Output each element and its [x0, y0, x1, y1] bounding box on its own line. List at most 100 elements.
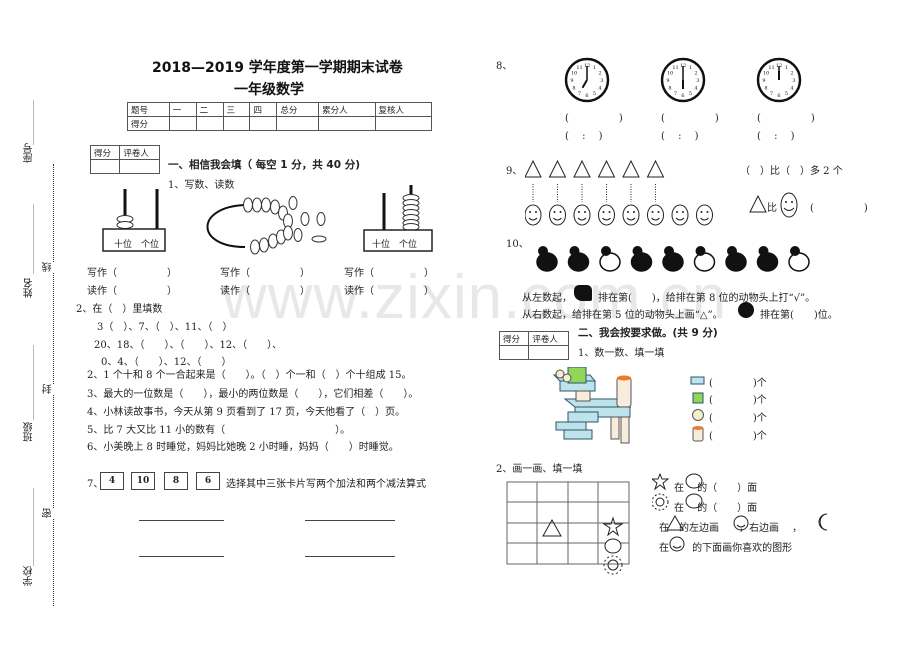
sequence-3[interactable]: 0、4、（ ）、12、（ ）	[101, 357, 232, 368]
abacus-figures	[102, 185, 433, 255]
svg-text:7: 7	[674, 91, 677, 97]
count-cylinder[interactable]: ( )个	[709, 431, 767, 442]
question-line[interactable]: 6、小美晚上 8 时睡觉，妈妈比她晚 2 小时睡，妈妈（ ）时睡觉。	[87, 442, 399, 453]
answer-line[interactable]	[139, 520, 224, 521]
score-cell[interactable]	[168, 116, 197, 131]
read-3[interactable]: 读作（ ）	[344, 286, 434, 297]
svg-text:4: 4	[598, 86, 601, 92]
animal-icon	[536, 246, 558, 272]
read-1[interactable]: 读作（ ）	[87, 286, 177, 297]
clock-answer[interactable]: ( )	[565, 113, 623, 124]
grader-input[interactable]	[528, 345, 569, 360]
star-icon	[652, 473, 670, 491]
question-line[interactable]: 4、小林读故事书，今天从第 9 页看到了 17 页，今天他看了（ ）页。	[87, 407, 406, 418]
question-line[interactable]: 3、最大的一位数是（ ），最小的两位数是（ ），它们相差（ ）。	[87, 389, 419, 400]
count-sphere[interactable]: ( )个	[709, 413, 767, 424]
seat-label: 座号	[24, 143, 35, 163]
count-cuboid[interactable]: ( )个	[709, 378, 767, 389]
draw-line-1[interactable]: 在 的（ ）面	[674, 483, 758, 494]
svg-text:9: 9	[570, 78, 573, 84]
draw-line-2[interactable]: 在 的（ ）面	[674, 503, 758, 514]
smiley-icon	[669, 536, 685, 552]
score-header-cell: 二	[195, 102, 224, 117]
q10-line1-b[interactable]: 排在第( )，给排在第 8 位的动物头上打“√”。	[598, 293, 816, 304]
inline-shapes	[666, 473, 828, 552]
score-cell[interactable]	[276, 116, 320, 131]
clock-time-answer[interactable]: ( : )	[565, 131, 603, 142]
q10-line2-b[interactable]: 排在第( )位。	[760, 310, 838, 321]
answer-line[interactable]	[305, 520, 395, 521]
write-2[interactable]: 写作（ ）	[220, 268, 310, 279]
smiley-face-icon	[647, 204, 664, 226]
svg-text:5: 5	[785, 91, 788, 97]
answer-line[interactable]	[305, 556, 395, 557]
name-label: 姓名	[24, 278, 35, 298]
svg-text:6: 6	[585, 93, 588, 99]
s2-q2-label: 2、画一画、填一填	[496, 464, 583, 475]
q7-text: 选择其中三张卡片写两个加法和两个减法算式	[226, 479, 426, 490]
triangle-vs-face	[749, 192, 798, 218]
cylinder-icon	[692, 426, 704, 442]
count-cube[interactable]: ( )个	[709, 395, 767, 406]
score-cell[interactable]	[222, 116, 251, 131]
draw-line-3[interactable]: 在 的左边画 ，右边画 ，	[659, 523, 803, 534]
animal-icon	[756, 246, 779, 272]
sequence-2[interactable]: 20、18、（ ）、（ ）、12、（ ）、	[94, 340, 283, 351]
score-cell[interactable]	[318, 116, 376, 131]
q9-compare-2[interactable]: ( )	[810, 203, 868, 214]
triangle-icon	[666, 514, 684, 531]
sequence-1[interactable]: 3（ ）、7、（ ）、11、（ ）	[97, 322, 233, 333]
score-cell[interactable]	[374, 116, 432, 131]
svg-text:2: 2	[694, 71, 697, 77]
svg-text:2: 2	[598, 71, 601, 77]
triangle-icon	[573, 159, 591, 178]
bear-icon	[574, 285, 592, 301]
svg-text:3: 3	[600, 78, 603, 84]
q9-compare-1[interactable]: （ ）比（ ）多 2 个	[740, 166, 843, 177]
write-3[interactable]: 写作（ ）	[344, 268, 434, 279]
smiley-face-icon	[549, 204, 566, 226]
score-cell[interactable]	[249, 116, 278, 131]
clocks: 1234567891011121234567891011121234567891…	[564, 57, 802, 103]
answer-line[interactable]	[139, 556, 224, 557]
score-row-label: 得分	[127, 116, 170, 131]
panda-icon	[738, 302, 754, 318]
clock-answer[interactable]: ( )	[661, 113, 719, 124]
question-line[interactable]: 5、比 7 大又比 11 小的数有（ ）。	[87, 425, 351, 436]
score-header-cell: 累分人	[318, 102, 376, 117]
score-cell[interactable]	[195, 116, 224, 131]
question-line[interactable]: 2、1 个十和 8 个一合起来是（ ）。（ ）个一和（ ）个十组成 15。	[87, 370, 412, 381]
svg-text:11: 11	[576, 65, 582, 71]
triangle-icon	[597, 159, 616, 178]
svg-text:10: 10	[667, 71, 673, 77]
compare-word: 比	[767, 203, 777, 214]
q1-label: 1、写数、读数	[168, 180, 235, 191]
clock-answer[interactable]: ( )	[757, 113, 815, 124]
circle-icon	[604, 538, 622, 554]
animal-icon	[788, 246, 810, 272]
animal-icon	[662, 246, 684, 272]
clock-time-answer[interactable]: ( : )	[661, 131, 699, 142]
draw-line-4[interactable]: 在 的下面画你喜欢的图形	[659, 543, 793, 554]
score-input[interactable]	[498, 345, 530, 360]
clock-time-answer[interactable]: ( : )	[757, 131, 795, 142]
svg-text:8: 8	[572, 86, 575, 92]
read-2[interactable]: 读作（ ）	[220, 286, 310, 297]
score-input[interactable]	[89, 159, 121, 174]
svg-text:5: 5	[689, 91, 692, 97]
class-label: 班级	[24, 422, 35, 442]
animal-icon	[567, 246, 590, 272]
number-card: 6	[196, 472, 220, 490]
drawing-grid[interactable]	[505, 480, 635, 580]
triangle-icon	[622, 159, 640, 178]
write-1[interactable]: 写作（ ）	[87, 268, 177, 279]
smiley-icon	[733, 515, 749, 531]
q2-label: 2、在（ ）里填数	[76, 304, 163, 315]
svg-text:11: 11	[768, 65, 774, 71]
grader-input[interactable]	[119, 159, 160, 174]
building-blocks-figure	[552, 367, 632, 444]
svg-text:9: 9	[666, 78, 669, 84]
q10-label: 10、	[506, 239, 529, 250]
grader-box-1: 得分评卷人	[89, 145, 160, 174]
